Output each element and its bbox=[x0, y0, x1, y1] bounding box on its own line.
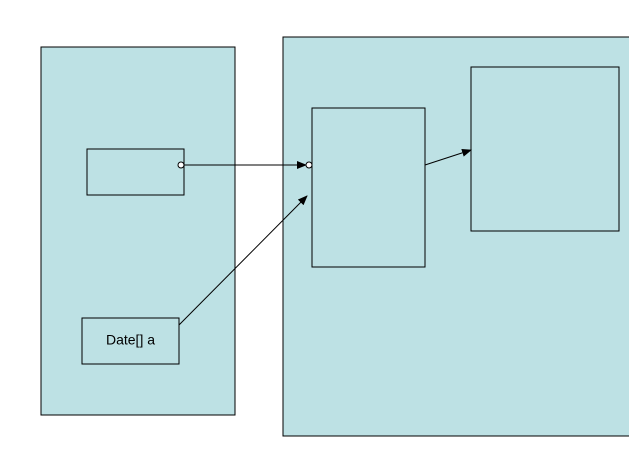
array-variable-box bbox=[81, 317, 180, 365]
array-variable-to-array-arrow bbox=[178, 195, 308, 326]
reference-box bbox=[86, 148, 185, 196]
right-region bbox=[282, 36, 629, 437]
array-variable-label: Date[] a bbox=[106, 332, 155, 348]
reference-endpoint-circle bbox=[177, 161, 185, 169]
array-to-date-object-arrow bbox=[424, 148, 472, 166]
array-entry-circle bbox=[305, 161, 313, 169]
left-region bbox=[40, 46, 236, 416]
array-object-box bbox=[311, 107, 426, 268]
